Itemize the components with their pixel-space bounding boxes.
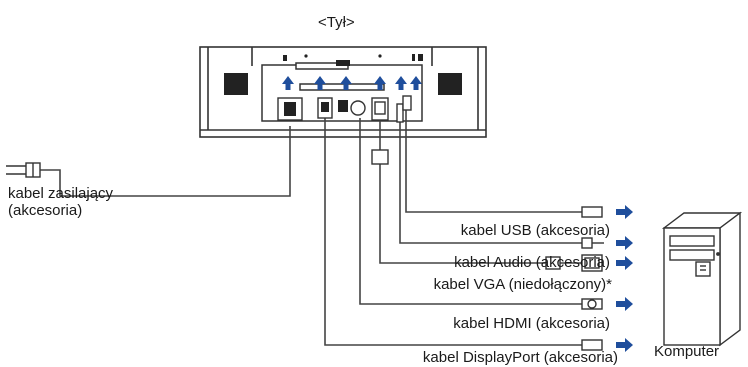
cable-lines xyxy=(26,110,582,346)
dp-cable-line xyxy=(324,118,582,346)
port-arrows xyxy=(282,76,422,90)
cable-arrows xyxy=(616,205,633,352)
vga-cable-line xyxy=(379,118,582,264)
up-arrow-1 xyxy=(314,76,326,90)
power-cable-label-line2: (akcesoria) xyxy=(8,202,83,219)
audio-cable-line xyxy=(399,122,582,244)
displayport-cable-label: kabel DisplayPort (akcesoria) xyxy=(422,349,618,366)
panel-plugs xyxy=(277,95,561,270)
speaker-grille-left xyxy=(224,73,248,95)
up-arrow-2 xyxy=(340,76,352,90)
power-cable-label-line1: kabel zasilający xyxy=(8,185,114,202)
usb-cable-line xyxy=(405,110,582,213)
speaker-grille-right xyxy=(438,73,462,95)
usb-cable-label: kabel USB (akcesoria) xyxy=(460,222,610,239)
right-arrow-0 xyxy=(616,205,633,219)
diagram-title: <Tył> xyxy=(318,14,355,31)
computer-icon xyxy=(661,211,743,347)
hdmi-cable-label: kabel HDMI (akcesoria) xyxy=(453,315,610,332)
audio-cable-label: kabel Audio (akcesoria) xyxy=(454,254,610,271)
vga-cable-label: kabel VGA (niedołączony)* xyxy=(433,276,612,293)
power-cable-line xyxy=(26,126,291,197)
up-arrow-3 xyxy=(374,76,386,90)
power-plug xyxy=(6,162,41,178)
cable-end-connectors xyxy=(581,206,604,351)
right-arrow-2 xyxy=(616,256,633,270)
up-arrow-4 xyxy=(395,76,407,90)
up-arrow-5 xyxy=(410,76,422,90)
right-arrow-1 xyxy=(616,236,633,250)
right-arrow-4 xyxy=(616,338,633,352)
up-arrow-0 xyxy=(282,76,294,90)
hdmi-cable-line xyxy=(359,118,582,305)
computer-label: Komputer xyxy=(654,343,720,360)
right-arrow-3 xyxy=(616,297,633,311)
